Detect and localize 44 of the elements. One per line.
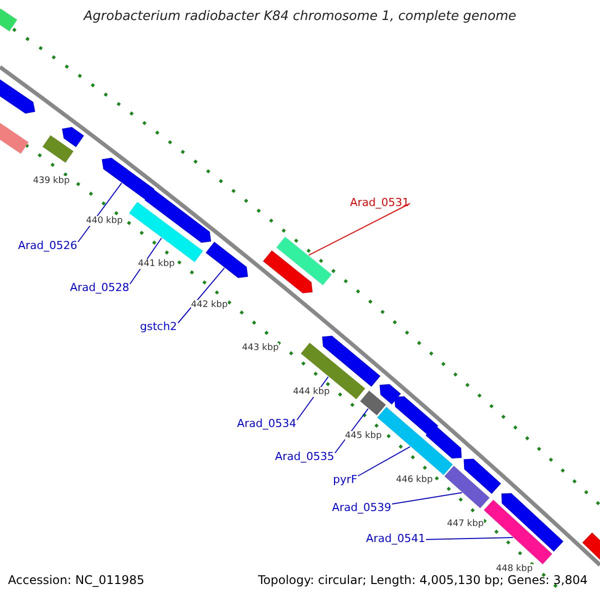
gene-label: Arad_0539 [332, 502, 392, 515]
gene-feature [380, 384, 401, 404]
scale-label: 445 kbp [345, 431, 382, 442]
gene-label: pyrF [333, 474, 358, 487]
gene-feature [276, 236, 332, 286]
gene-feature [444, 466, 490, 508]
gene-feature [484, 500, 552, 564]
gene-label: Arad_0528 [70, 282, 130, 295]
scale-label: 448 kbp [496, 564, 533, 574]
scale-label: 442 kbp [191, 300, 228, 310]
gene-feature [360, 390, 386, 416]
gene-label: Arad_0535 [275, 451, 334, 464]
scale-label: 447 kbp [447, 519, 484, 530]
gene-feature [426, 424, 462, 458]
title: Agrobacterium radiobacter K84 chromosome 1, complete genome [82, 10, 518, 25]
gene-label: Arad_0526 [18, 240, 78, 253]
leader-line [178, 267, 225, 324]
gene-label: Arad_0531 [350, 197, 410, 210]
gene-label: Arad_0541 [366, 533, 426, 546]
gene-feature [394, 396, 438, 436]
scale-label: 443 kbp [242, 343, 279, 354]
scale-label: 440 kbp [86, 216, 123, 226]
accession-text: Accession: NC_011985 [8, 574, 144, 588]
gene-feature [62, 127, 84, 148]
leader-line [392, 492, 462, 504]
scale-label: 444 kbp [293, 387, 330, 398]
gene-feature [42, 135, 74, 163]
gene-feature [322, 336, 380, 387]
gene-feature [206, 242, 248, 278]
scale-label: 439 kbp [33, 176, 70, 186]
leader-line [426, 537, 514, 540]
scale-label: 441 kbp [138, 259, 175, 270]
gene-feature [263, 250, 313, 294]
gene-feature [0, 8, 18, 32]
leader-line [308, 203, 410, 256]
genome-stats-text: Topology: circular; Length: 4,005,130 bp; Genes: 3,804 [258, 574, 588, 588]
gene-feature [501, 493, 564, 552]
gene-feature [144, 188, 212, 243]
gene-feature [102, 158, 154, 200]
scale-label: 446 kbp [396, 475, 433, 486]
gene-feature [464, 458, 501, 494]
gene-label: gstch2 [140, 321, 178, 334]
leader-line [358, 446, 411, 476]
gene-label: Arad_0534 [237, 418, 296, 431]
